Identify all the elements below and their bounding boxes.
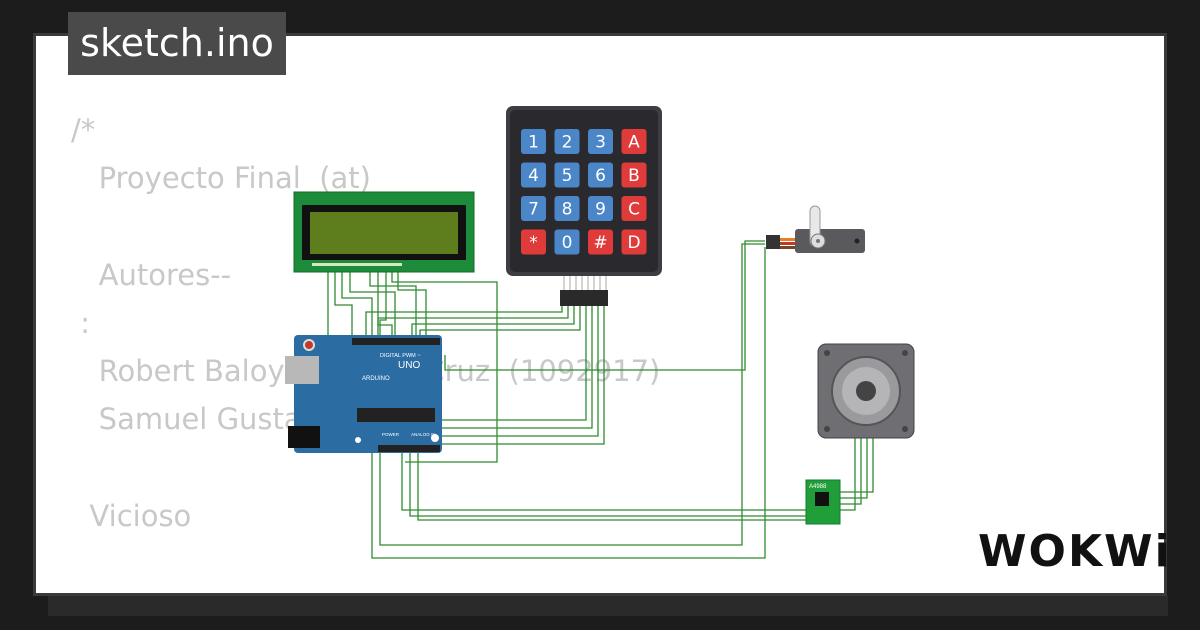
atmega-chip — [357, 408, 435, 422]
usb-port — [285, 356, 319, 384]
keypad-key-label: D — [627, 233, 640, 253]
project-preview-card: /* Proyecto Final (at) Autores-- : Rober… — [33, 33, 1167, 596]
keypad-key-label: 2 — [562, 133, 573, 153]
keypad-key[interactable] — [521, 229, 546, 255]
keypad-key[interactable] — [554, 196, 580, 221]
keypad-key[interactable] — [588, 162, 613, 188]
keypad-key-label: 6 — [595, 166, 606, 186]
code-line: : — [71, 305, 90, 340]
servo-motor[interactable] — [766, 205, 865, 253]
keypad-key[interactable] — [521, 129, 546, 154]
keypad-key[interactable] — [521, 162, 546, 188]
keypad-key-label: A — [628, 133, 640, 153]
keypad-key[interactable] — [588, 196, 613, 221]
reset-button[interactable] — [303, 339, 315, 351]
keypad-key-label: 5 — [562, 166, 573, 186]
uno-label: UNO — [398, 360, 420, 371]
keypad-key[interactable] — [621, 162, 647, 188]
keypad-key-label: # — [593, 233, 607, 253]
keypad-key-label: 1 — [528, 133, 539, 153]
code-line: Autores-- — [71, 257, 232, 292]
keypad-key-label: 4 — [528, 166, 539, 186]
card-shadow — [48, 596, 1168, 616]
analog-label: ANALOG IN — [411, 432, 436, 437]
keypad-key-label: 9 — [595, 200, 606, 220]
digital-label: DIGITAL PWM ~ — [380, 353, 421, 359]
keypad-key-label: * — [529, 233, 538, 253]
sketch-file-tab[interactable]: sketch.ino — [68, 12, 286, 75]
code-line: Vicioso — [71, 498, 192, 533]
wires — [327, 240, 874, 559]
keypad-keys[interactable]: 1 2 3 A 4 5 6 B 7 8 9 C * 0 # D — [521, 129, 647, 255]
code-background: /* Proyecto Final (at) Autores-- : Rober… — [71, 106, 660, 593]
keypad-pins — [563, 276, 607, 290]
keypad-key-label: B — [628, 166, 640, 186]
power-analog-header — [378, 445, 440, 452]
keypad-key-label: 3 — [595, 133, 606, 153]
code-line: /* — [71, 113, 96, 147]
keypad-key[interactable] — [554, 229, 580, 255]
digital-header — [352, 338, 440, 345]
arduino-brand: ARDUINO — [362, 376, 390, 382]
keypad-key[interactable] — [621, 196, 647, 221]
keypad[interactable]: 1 2 3 A 4 5 6 B 7 8 9 C * 0 # D — [506, 106, 662, 306]
keypad-key-label: 7 — [528, 200, 539, 220]
driver-label: A4988 — [809, 484, 827, 490]
keypad-key-label: 8 — [562, 200, 573, 220]
code-line: Proyecto Final (at) — [71, 161, 371, 196]
keypad-key-label: 0 — [562, 233, 573, 253]
a4988-driver[interactable]: A4988 — [805, 479, 841, 525]
keypad-key[interactable] — [588, 129, 613, 154]
wokwi-logo: WOKWi — [978, 526, 1172, 577]
keypad-key[interactable] — [554, 162, 580, 188]
lcd-display[interactable] — [293, 191, 475, 273]
keypad-key[interactable] — [621, 229, 647, 255]
keypad-key[interactable] — [588, 229, 613, 255]
stepper-motor[interactable] — [817, 343, 915, 439]
lcd-pin-labels — [312, 263, 402, 266]
power-label: POWER — [382, 432, 400, 437]
arduino-uno[interactable]: DIGITAL PWM ~ UNO ARDUINO POWER ANALOG I… — [285, 335, 442, 453]
keypad-key-label: C — [628, 200, 640, 220]
keypad-key[interactable] — [621, 129, 647, 154]
keypad-key[interactable] — [554, 129, 580, 154]
power-jack — [288, 426, 320, 448]
keypad-key[interactable] — [521, 196, 546, 221]
